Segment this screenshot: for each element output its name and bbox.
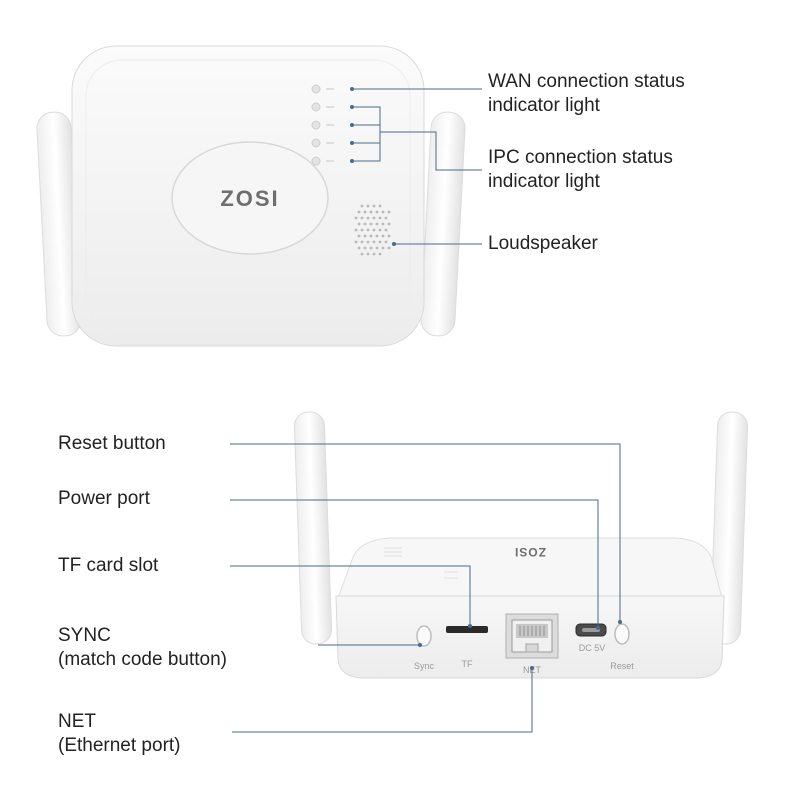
speaker-hole: [381, 246, 385, 250]
speaker-hole: [372, 216, 376, 220]
speaker-hole: [384, 216, 388, 220]
speaker-hole: [372, 204, 376, 208]
speaker-hole: [357, 210, 361, 214]
callout-line: Loudspeaker: [488, 233, 598, 254]
ipc-indicator-light-3: [311, 138, 321, 148]
power-port-label: DC 5V: [579, 643, 606, 653]
speaker-hole: [354, 216, 358, 220]
callout-line: indicator light: [488, 171, 600, 192]
speaker-hole: [354, 228, 358, 232]
center-oval: [171, 141, 329, 255]
speaker-hole: [357, 246, 361, 250]
callout-line: indicator light: [488, 95, 600, 116]
callout-line: Power port: [58, 488, 150, 509]
callout-line: TF card slot: [58, 555, 159, 576]
speaker-hole: [369, 246, 373, 250]
ipc-indicator-light-4: [311, 156, 321, 166]
right-antenna: [420, 111, 466, 337]
top-leader-lines: [350, 87, 482, 246]
speaker-hole: [387, 210, 391, 214]
callout-line: IPC connection status: [488, 147, 673, 168]
bottom-leader-lines: [230, 443, 622, 733]
speaker-hole: [360, 216, 364, 220]
sync-button: [416, 625, 432, 647]
speaker-hole: [360, 252, 364, 256]
tf-card-slot: [446, 626, 488, 633]
speaker-hole: [366, 228, 370, 232]
wan-indicator-light: [311, 84, 321, 94]
speaker-hole: [363, 222, 367, 226]
speaker-hole: [369, 210, 373, 214]
speaker-hole: [381, 234, 385, 238]
speaker-hole: [378, 252, 382, 256]
callout-ethernet-port: NET (Ethernet port): [58, 710, 181, 758]
callout-line: Reset button: [58, 433, 166, 454]
speaker-hole: [369, 234, 373, 238]
callout-sync-button: SYNC (match code button): [58, 624, 227, 672]
speaker-hole: [378, 240, 382, 244]
sync-port-label: Sync: [414, 661, 435, 671]
speaker-hole: [375, 246, 379, 250]
speaker-hole: [381, 210, 385, 214]
ipc-indicator-light-2: [311, 120, 321, 130]
speaker-hole: [363, 234, 367, 238]
speaker-hole: [369, 222, 373, 226]
speaker-hole: [360, 240, 364, 244]
speaker-hole: [384, 240, 388, 244]
speaker-hole: [360, 204, 364, 208]
callout-loudspeaker: Loudspeaker: [488, 232, 598, 256]
callout-line: NET: [58, 711, 96, 732]
speaker-hole: [387, 222, 391, 226]
callout-line: SYNC: [58, 625, 111, 646]
speaker-hole: [378, 204, 382, 208]
tf-port-label: TF: [462, 659, 473, 669]
speaker-hole: [375, 222, 379, 226]
speaker-hole: [372, 228, 376, 232]
ipc-indicator-light-1: [311, 102, 321, 112]
callout-line: (match code button): [58, 649, 227, 670]
callout-wan-indicator: WAN connection status indicator light: [488, 70, 685, 118]
ethernet-port: [505, 613, 559, 659]
speaker-hole: [378, 228, 382, 232]
loudspeaker-grille: [354, 204, 391, 256]
callout-ipc-indicator: IPC connection status indicator light: [488, 146, 673, 194]
speaker-hole: [375, 210, 379, 214]
speaker-hole: [366, 216, 370, 220]
speaker-hole: [387, 246, 391, 250]
speaker-hole: [360, 228, 364, 232]
top-device: ZOSI: [36, 45, 466, 347]
reset-button: [614, 623, 630, 645]
back-right-antenna: [709, 411, 749, 645]
bottom-device: ZOSI Sync: [293, 411, 749, 679]
speaker-hole: [357, 234, 361, 238]
callout-power-port: Power port: [58, 487, 150, 511]
speaker-hole: [354, 240, 358, 244]
speaker-hole: [357, 222, 361, 226]
speaker-hole: [387, 234, 391, 238]
speaker-hole: [381, 222, 385, 226]
speaker-hole: [363, 246, 367, 250]
speaker-hole: [372, 240, 376, 244]
back-left-antenna: [293, 411, 333, 645]
indicator-lights: [311, 84, 334, 166]
callout-tf-card-slot: TF card slot: [58, 554, 158, 578]
speaker-hole: [378, 216, 382, 220]
brand-logo-top: ZOSI: [220, 186, 279, 211]
speaker-hole: [384, 228, 388, 232]
speaker-hole: [372, 252, 376, 256]
speaker-hole: [366, 204, 370, 208]
callout-line: WAN connection status: [488, 71, 685, 92]
callout-reset-button: Reset button: [58, 432, 166, 456]
reset-port-label: Reset: [610, 661, 634, 671]
speaker-hole: [366, 240, 370, 244]
callout-line: (Ethernet port): [58, 735, 181, 756]
speaker-hole: [366, 252, 370, 256]
brand-logo-back: ZOSI: [514, 545, 546, 559]
speaker-hole: [375, 234, 379, 238]
speaker-hole: [363, 210, 367, 214]
